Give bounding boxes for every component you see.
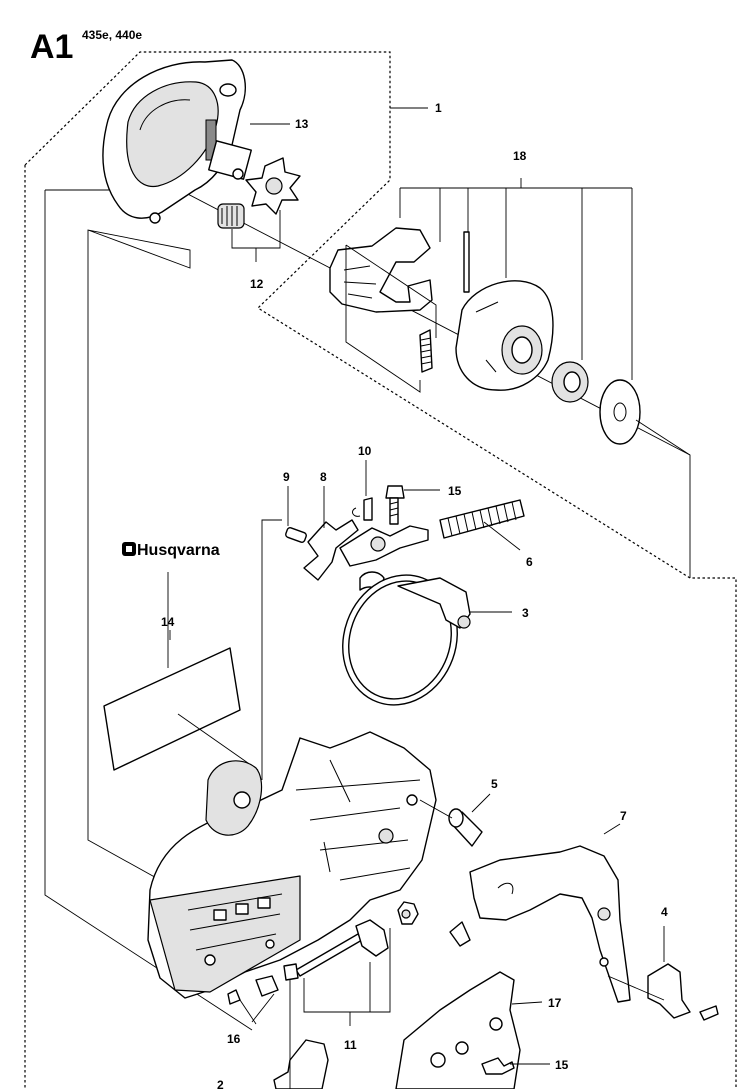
callout-5: 5 (491, 777, 498, 791)
callout-2: 2 (217, 1078, 224, 1089)
decal-part (103, 519, 282, 780)
brake-lever-parts (285, 485, 525, 591)
callout-9: 9 (283, 470, 290, 484)
callout-18: 18 (513, 149, 527, 163)
callout-6: 6 (526, 555, 533, 569)
kickback-guard-part (449, 823, 631, 1003)
callout-4: 4 (661, 905, 668, 919)
tensioner-part (283, 901, 419, 1026)
brake-kit-part (329, 178, 691, 456)
callout-10: 10 (358, 444, 372, 458)
callout-15-top: 15 (448, 484, 462, 498)
chain-catcher-part (607, 926, 719, 1021)
callout-12: 12 (250, 277, 264, 291)
brake-housing-part (147, 731, 437, 999)
callout-15-bottom: 15 (555, 1058, 569, 1072)
screws-misc (227, 975, 329, 1089)
callout-7: 7 (620, 809, 627, 823)
brake-spring-coil (439, 499, 525, 539)
callout-13: 13 (295, 117, 309, 131)
callout-17: 17 (548, 996, 562, 1010)
brand-logo-text: Husqvarna (137, 542, 220, 559)
brake-band-part (342, 574, 471, 706)
callout-14: 14 (161, 615, 175, 629)
assembly-frame-inner (87, 229, 197, 901)
callout-16: 16 (227, 1032, 241, 1046)
model-list: 435e, 440e (82, 28, 143, 42)
callout-leaders (169, 107, 521, 640)
husqvarna-crown-logo-icon (122, 542, 136, 556)
tensioner-cover-part (102, 59, 252, 224)
callouts: 1 2 3 4 5 6 7 8 9 10 11 12 13 14 15 15 1… (161, 101, 668, 1089)
callout-3: 3 (522, 606, 529, 620)
sleeve-part (419, 793, 491, 847)
plate-part (395, 971, 550, 1089)
callout-8: 8 (320, 470, 327, 484)
knob-gear-part (217, 157, 301, 262)
callout-1: 1 (435, 101, 442, 115)
assembly-boundary-dashed (24, 51, 737, 1089)
callout-11: 11 (344, 1038, 357, 1052)
page-label: A1 (30, 28, 74, 66)
husqvarna-logo: Husqvarna (122, 542, 220, 559)
